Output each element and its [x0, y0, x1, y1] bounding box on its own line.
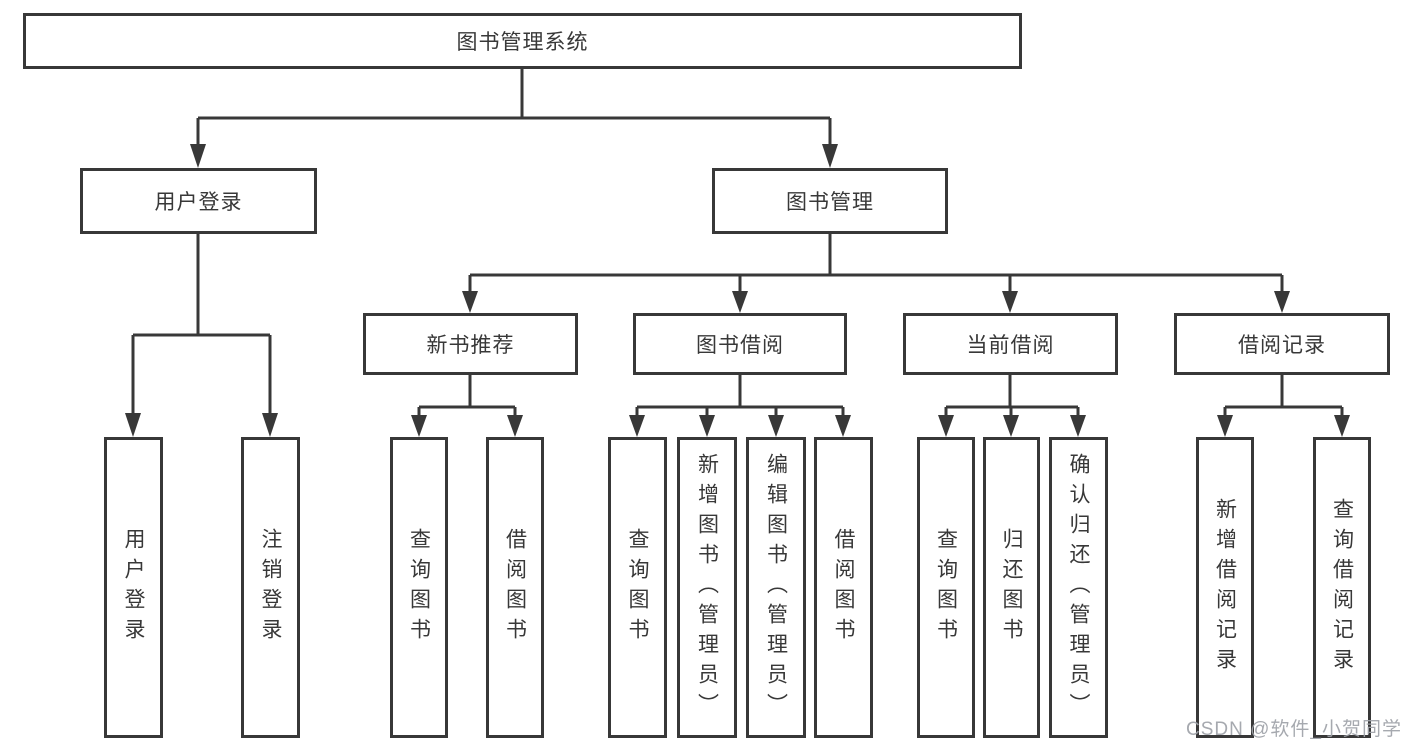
node-label: 新增图书（管理员） [695, 452, 719, 723]
node-leaf-query-books-current: 查询图书 [917, 437, 975, 738]
node-label: 查询图书 [626, 527, 649, 648]
node-leaf-user-login: 用户登录 [104, 437, 163, 738]
node-label: 确认归还（管理员） [1067, 452, 1090, 723]
node-leaf-borrow-books: 借阅图书 [814, 437, 873, 738]
node-label: 查询图书 [934, 527, 958, 648]
node-leaf-return-books: 归还图书 [983, 437, 1040, 738]
node-label: 图书管理系统 [456, 31, 589, 54]
node-current-borrowing: 当前借阅 [903, 313, 1118, 375]
node-user-login: 用户登录 [80, 168, 317, 234]
node-label: 新增借阅记录 [1213, 497, 1237, 678]
node-leaf-query-borrow-record: 查询借阅记录 [1313, 437, 1371, 738]
node-label: 新书推荐 [426, 334, 515, 357]
node-label: 借阅图书 [503, 527, 527, 648]
node-label: 借阅图书 [832, 527, 855, 648]
node-label: 借阅记录 [1238, 334, 1326, 357]
node-new-book-recommendation: 新书推荐 [363, 313, 578, 375]
node-label: 图书管理 [786, 191, 874, 214]
node-label: 用户登录 [154, 191, 243, 214]
node-book-management: 图书管理 [712, 168, 948, 234]
node-leaf-add-books-admin: 新增图书（管理员） [677, 437, 737, 738]
node-label: 编辑图书（管理员） [764, 452, 788, 723]
node-label: 图书借阅 [696, 334, 784, 357]
node-label: 查询借阅记录 [1330, 497, 1354, 678]
node-leaf-borrow-books-recommend: 借阅图书 [486, 437, 544, 738]
node-label: 当前借阅 [966, 334, 1055, 357]
csdn-watermark: CSDN @软件_小贺同学 [1186, 719, 1402, 740]
node-leaf-add-borrow-record: 新增借阅记录 [1196, 437, 1254, 738]
node-leaf-confirm-return-admin: 确认归还（管理员） [1049, 437, 1108, 738]
node-label: 用户登录 [122, 527, 145, 648]
node-library-management-system: 图书管理系统 [23, 13, 1022, 69]
node-leaf-logout: 注销登录 [241, 437, 300, 738]
node-label: 查询图书 [407, 527, 431, 648]
tree-edges [131, 69, 1344, 416]
node-leaf-edit-books-admin: 编辑图书（管理员） [746, 437, 806, 738]
node-book-borrowing: 图书借阅 [633, 313, 847, 375]
node-label: 归还图书 [1000, 527, 1023, 648]
node-leaf-query-books-recommend: 查询图书 [390, 437, 448, 738]
node-leaf-query-books-borrow: 查询图书 [608, 437, 667, 738]
node-label: 注销登录 [259, 527, 282, 648]
node-borrowing-records: 借阅记录 [1174, 313, 1390, 375]
